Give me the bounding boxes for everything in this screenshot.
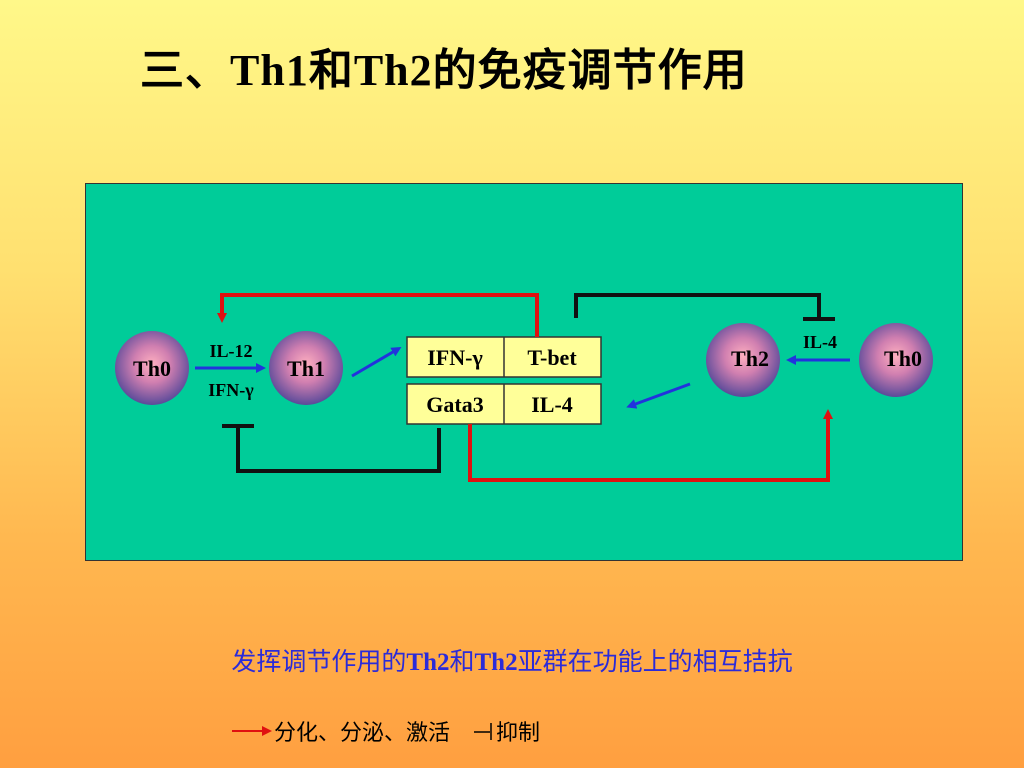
cell-th2-label: Th2 — [731, 346, 769, 371]
legend-activate-label: 分化、分泌、激活 — [274, 721, 451, 746]
title-prefix: 三、 — [140, 45, 230, 96]
cell-th0-right: Th0 — [859, 323, 933, 397]
title-th2: Th2 — [353, 46, 433, 95]
cell-th1-label: Th1 — [287, 356, 325, 381]
cell-th2: Th2 — [706, 323, 780, 397]
table-cell-ifng: IFN-γ — [427, 345, 483, 370]
caption-th2b: Th2 — [474, 649, 518, 676]
label-ifng-left: IFN-γ — [208, 380, 254, 400]
arrow-th1-to-table — [351, 346, 402, 378]
caption-th2a: Th2 — [406, 649, 450, 676]
table-cell-il4: IL-4 — [531, 392, 573, 417]
activation-loop-th1 — [217, 293, 539, 337]
cell-th0-left-label: Th0 — [133, 356, 171, 381]
cell-th0-right-label: Th0 — [884, 346, 922, 371]
inhibition-bar-icon — [474, 723, 492, 740]
legend-inhibit-label: 抑制 — [496, 721, 541, 746]
title-and: 和 — [308, 45, 354, 96]
inhibition-bottom — [236, 427, 441, 473]
caption-part1: 发挥调节作用的 — [231, 647, 407, 676]
activation-arrow-icon — [232, 726, 272, 736]
label-il12: IL-12 — [209, 341, 252, 361]
caption: 发挥调节作用的Th2和Th2亚群在功能上的相互拮抗 — [0, 642, 1024, 678]
table-cell-tbet: T-bet — [527, 345, 577, 370]
table-cell-gata3: Gata3 — [426, 392, 483, 417]
cell-th1: Th1 — [269, 331, 343, 405]
title-suffix: 的免疫调节作用 — [432, 45, 748, 96]
caption-part2: 亚群在功能上的相互拮抗 — [517, 647, 793, 676]
cell-th0-left: Th0 — [115, 331, 189, 405]
caption-and: 和 — [449, 647, 475, 676]
title-th1: Th1 — [230, 46, 309, 95]
arrow-table-to-th2 — [626, 382, 691, 409]
page-title: 三、Th1和Th2的免疫调节作用 — [140, 34, 900, 98]
label-il4-right: IL-4 — [803, 332, 837, 352]
legend: 分化、分泌、激活 抑制 — [230, 713, 540, 749]
activation-loop-th2 — [468, 409, 833, 482]
cytokine-table: IFN-γ T-bet Gata3 IL-4 — [406, 336, 602, 425]
inhibition-top — [574, 293, 821, 318]
